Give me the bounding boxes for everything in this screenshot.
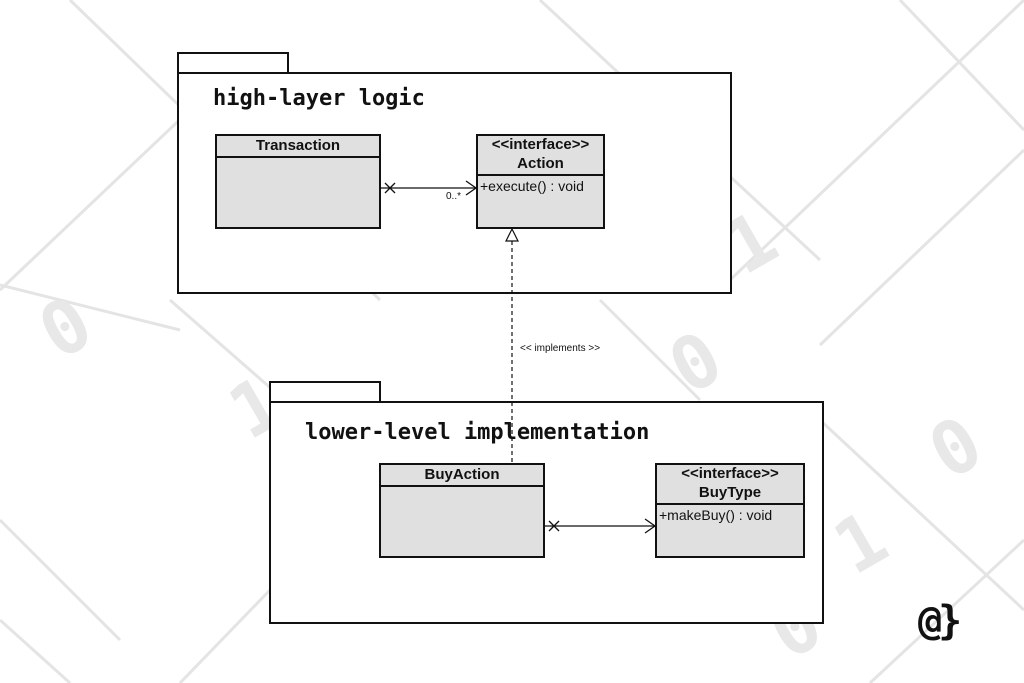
- class-name: BuyAction: [381, 465, 543, 487]
- interface-header: <<interface>> Action: [478, 136, 603, 176]
- brand-logo: @}: [918, 598, 962, 644]
- interface-name: Action: [517, 155, 564, 172]
- stereotype-label: <<interface>>: [681, 465, 779, 482]
- stereotype-label: <<interface>>: [491, 136, 590, 153]
- multiplicity-label: 0..*: [446, 191, 461, 202]
- interface-name: BuyType: [698, 484, 762, 501]
- interface-action: <<interface>> Action +execute() : void: [476, 134, 605, 229]
- interface-header: <<interface>> BuyType: [657, 465, 803, 505]
- package-title-low: lower-level implementation: [305, 420, 650, 445]
- implements-label: << implements >>: [520, 343, 600, 354]
- class-buyaction: BuyAction: [379, 463, 545, 558]
- association-transaction-action: [381, 180, 478, 196]
- interface-buytype: <<interface>> BuyType +makeBuy() : void: [655, 463, 805, 558]
- package-title-high: high-layer logic: [213, 86, 425, 111]
- class-name: Transaction: [217, 136, 379, 158]
- realization-buyaction-action: [505, 227, 519, 463]
- operation-execute: +execute() : void: [480, 178, 584, 194]
- class-transaction: Transaction: [215, 134, 381, 229]
- operation-makebuy: +makeBuy() : void: [659, 507, 773, 523]
- association-buyaction-buytype: [545, 518, 657, 534]
